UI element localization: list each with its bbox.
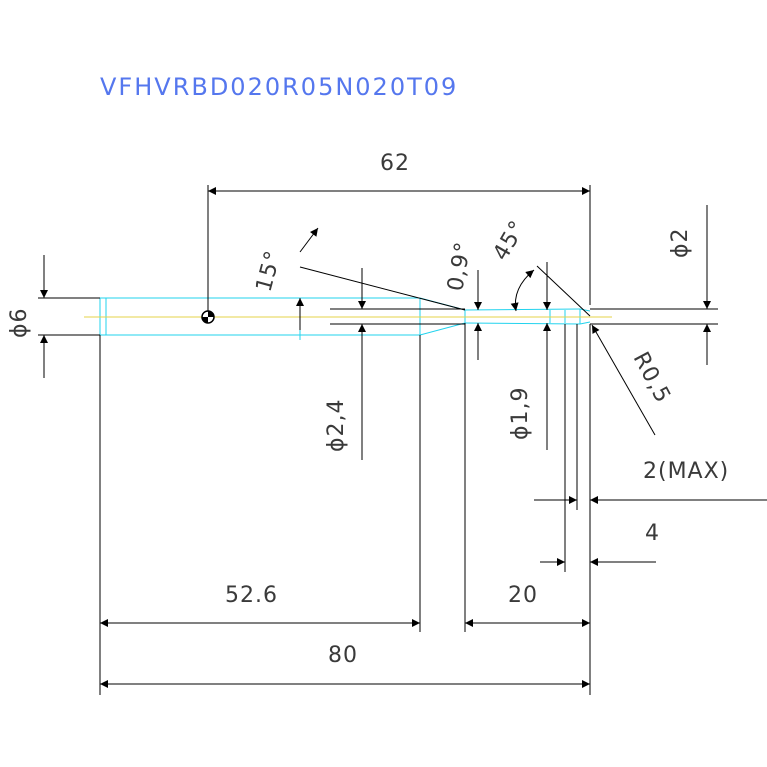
dimension-20-label: 20 <box>508 583 538 608</box>
tip-diameter-label: ϕ2 <box>668 227 693 258</box>
angle-45-dimension: 45° <box>489 216 591 317</box>
dimension-4: 4 <box>540 521 660 566</box>
shank-diameter-label: ϕ6 <box>7 307 32 338</box>
angle-45-label: 45° <box>489 216 532 265</box>
dimension-80: 80 <box>100 643 590 688</box>
gauge-point-marker <box>201 310 215 324</box>
angle-15-dimension: 15° <box>252 227 466 330</box>
dimension-2max-label: 2(MAX) <box>643 459 729 484</box>
dimension-52-6: 52.6 <box>100 583 420 627</box>
angle-0-9-dimension: 0,9° <box>443 239 482 360</box>
dimension-80-label: 80 <box>328 643 358 668</box>
dimension-52-6-label: 52.6 <box>225 583 278 608</box>
dimension-20: 20 <box>465 583 590 627</box>
dimension-neck-diameter-2-4: ϕ2,4 <box>324 268 465 460</box>
dimension-tip-diameter: ϕ2 <box>590 205 718 365</box>
part-number-title: VFHVRBD020R05N020T09 <box>100 73 458 101</box>
dimension-62-label: 62 <box>380 151 410 176</box>
dimension-shank-diameter: ϕ6 <box>7 255 100 378</box>
tool-outline <box>99 297 591 340</box>
dimension-4-label: 4 <box>645 521 660 546</box>
angle-15-label: 15° <box>252 248 287 295</box>
dimension-62: 62 <box>207 151 591 311</box>
dimension-neck-diameter-1-9: ϕ1,9 <box>508 262 551 450</box>
corner-radius-dimension: R0,5 <box>591 324 675 436</box>
angle-0-9-label: 0,9° <box>443 239 476 293</box>
neck-diameter-1-9-label: ϕ1,9 <box>508 387 533 441</box>
neck-diameter-2-4-label: ϕ2,4 <box>324 399 349 453</box>
dimension-2max: 2(MAX) <box>534 459 767 504</box>
